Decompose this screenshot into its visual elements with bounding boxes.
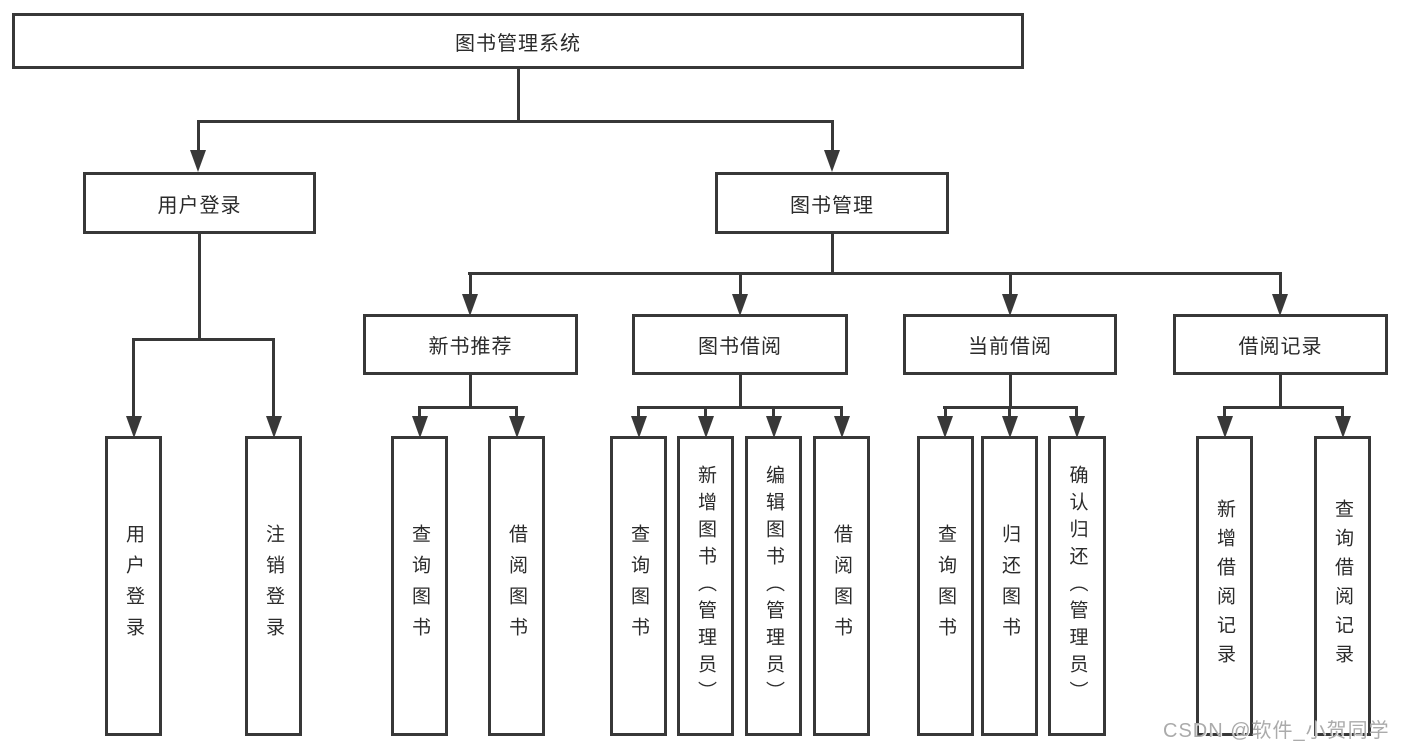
leaf-records-query: 查询借阅记录	[1314, 436, 1371, 736]
connector-line	[704, 406, 707, 418]
arrow-down-icon	[190, 150, 206, 172]
leaf-current-return: 归还图书	[981, 436, 1038, 736]
leaf-label: 查询图书	[628, 524, 649, 648]
connector-line	[197, 120, 834, 123]
connector-line	[1008, 406, 1011, 418]
leaf-label: 编辑图书（管理员）	[763, 464, 784, 708]
node-label: 用户登录	[157, 194, 242, 217]
node-user-login: 用户登录	[83, 172, 316, 234]
node-borrowing-records: 借阅记录	[1173, 314, 1388, 375]
leaf-label: 确认归还（管理员）	[1066, 464, 1088, 708]
arrow-down-icon	[266, 416, 282, 438]
connector-line	[840, 406, 843, 418]
node-book-management: 图书管理	[715, 172, 949, 234]
node-label: 新书推荐	[428, 336, 513, 358]
arrow-down-icon	[1217, 416, 1233, 438]
leaf-borrowing-query: 查询图书	[610, 436, 667, 736]
leaf-newbooks-borrow: 借阅图书	[488, 436, 545, 736]
connector-line	[272, 338, 275, 418]
leaf-label: 新增图书（管理员）	[695, 464, 716, 708]
arrow-down-icon	[937, 416, 953, 438]
connector-line	[739, 272, 742, 298]
connector-line	[197, 120, 200, 153]
arrow-down-icon	[631, 416, 647, 438]
arrow-down-icon	[824, 150, 840, 172]
leaf-current-confirm-return-admin: 确认归还（管理员）	[1048, 436, 1106, 736]
arrow-down-icon	[1002, 294, 1018, 316]
node-label: 当前借阅	[968, 336, 1052, 358]
node-book-borrowing: 图书借阅	[632, 314, 848, 375]
arrow-down-icon	[462, 294, 478, 316]
leaf-label: 用户登录	[123, 524, 144, 648]
connector-line	[831, 234, 834, 274]
node-library-system: 图书管理系统	[12, 13, 1024, 69]
connector-line	[469, 375, 472, 408]
leaf-label: 查询图书	[409, 524, 430, 648]
connector-line	[1009, 375, 1012, 408]
connector-line	[1279, 272, 1282, 298]
csdn-watermark: CSDN @软件_小贺同学	[1163, 720, 1390, 742]
connector-line	[1223, 406, 1226, 418]
arrow-down-icon	[1335, 416, 1351, 438]
leaf-label: 查询借阅记录	[1332, 499, 1353, 673]
node-label: 图书管理系统	[455, 32, 581, 55]
connector-line	[515, 406, 518, 418]
connector-line	[637, 406, 843, 409]
connector-line	[772, 406, 775, 418]
leaf-label: 归还图书	[999, 524, 1020, 648]
node-label: 图书借阅	[698, 336, 782, 358]
leaf-records-add: 新增借阅记录	[1196, 436, 1253, 736]
connector-line	[637, 406, 640, 418]
connector-line	[517, 69, 520, 122]
connector-line	[739, 375, 742, 408]
connector-line	[1223, 406, 1344, 409]
arrow-down-icon	[1272, 294, 1288, 316]
leaf-borrowing-edit-admin: 编辑图书（管理员）	[745, 436, 802, 736]
node-label: 图书管理	[790, 194, 874, 217]
connector-line	[132, 338, 135, 418]
arrow-down-icon	[126, 416, 142, 438]
connector-line	[418, 406, 518, 409]
arrow-down-icon	[732, 294, 748, 316]
connector-line	[1075, 406, 1078, 418]
node-current-borrowing: 当前借阅	[903, 314, 1117, 375]
leaf-current-query: 查询图书	[917, 436, 974, 736]
leaf-borrowing-borrow: 借阅图书	[813, 436, 870, 736]
connector-line	[418, 406, 421, 418]
connector-line	[831, 120, 834, 153]
connector-line	[469, 272, 472, 298]
leaf-label: 新增借阅记录	[1214, 499, 1235, 673]
leaf-newbooks-query: 查询图书	[391, 436, 448, 736]
arrow-down-icon	[412, 416, 428, 438]
arrow-down-icon	[1069, 416, 1085, 438]
leaf-user-login: 用户登录	[105, 436, 162, 736]
leaf-label: 注销登录	[263, 524, 284, 648]
arrow-down-icon	[698, 416, 714, 438]
connector-line	[468, 272, 1282, 275]
leaf-borrowing-add-admin: 新增图书（管理员）	[677, 436, 734, 736]
connector-line	[944, 406, 947, 418]
node-new-book-recommend: 新书推荐	[363, 314, 578, 375]
connector-line	[1009, 272, 1012, 298]
arrow-down-icon	[834, 416, 850, 438]
connector-line	[1279, 375, 1282, 408]
leaf-label: 借阅图书	[506, 524, 527, 648]
connector-line	[132, 338, 275, 341]
leaf-label: 查询图书	[935, 524, 956, 648]
arrow-down-icon	[1002, 416, 1018, 438]
arrow-down-icon	[766, 416, 782, 438]
connector-line	[1341, 406, 1344, 418]
leaf-logout: 注销登录	[245, 436, 302, 736]
node-label: 借阅记录	[1238, 336, 1323, 358]
leaf-label: 借阅图书	[831, 524, 852, 648]
connector-line	[198, 234, 201, 340]
arrow-down-icon	[509, 416, 525, 438]
